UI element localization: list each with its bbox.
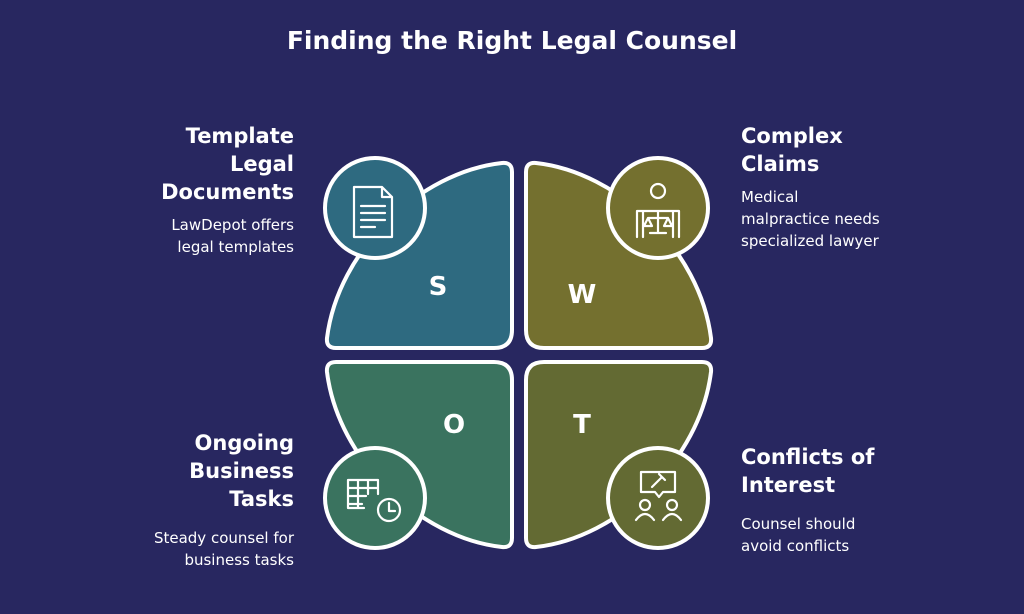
quadrant-threats	[524, 360, 714, 550]
icon-circle-opportunities	[323, 446, 427, 550]
icon-circle-threats	[606, 446, 710, 550]
letter-t: T	[573, 410, 591, 440]
quadrant-strengths	[324, 160, 514, 350]
quadrant-weaknesses	[524, 160, 714, 350]
letter-o: O	[443, 410, 465, 440]
quadrant-opportunities	[324, 360, 514, 550]
icon-circle-weaknesses	[606, 156, 710, 260]
letter-s: S	[429, 272, 448, 302]
calendar-clock-icon	[346, 478, 402, 523]
document-icon	[352, 185, 394, 239]
judge-scales-icon	[635, 182, 681, 239]
letter-w: W	[568, 280, 597, 310]
diagram-title: Finding the Right Legal Counsel	[286, 26, 738, 55]
icon-circle-strengths	[323, 156, 427, 260]
gavel-people-icon	[634, 470, 683, 522]
